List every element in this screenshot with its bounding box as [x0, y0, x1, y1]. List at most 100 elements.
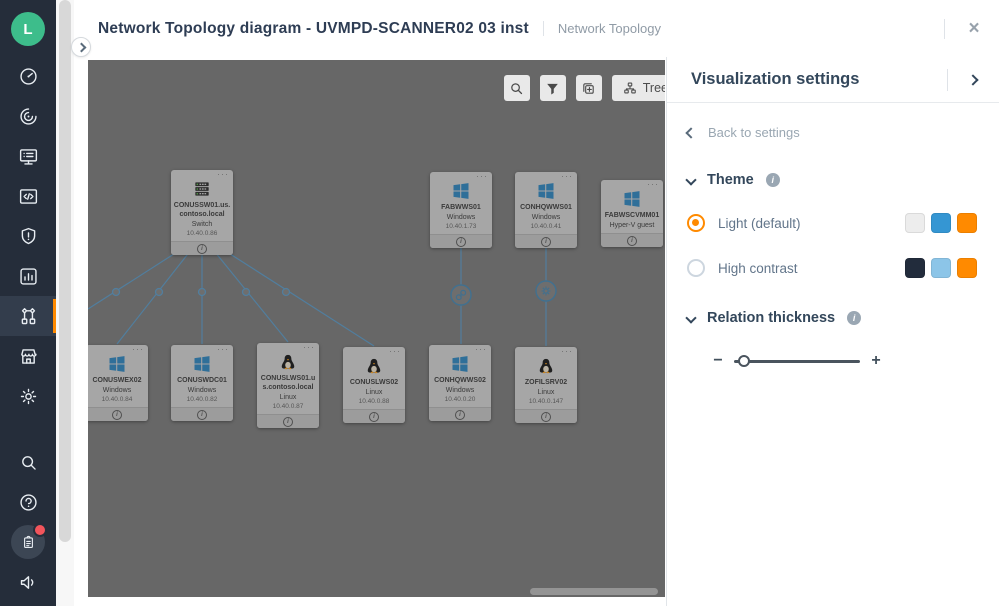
back-to-settings-link[interactable]: Back to settings: [685, 125, 999, 140]
node-menu-dots[interactable]: ···: [561, 346, 573, 356]
node-type: Hyper-V guest: [609, 222, 655, 230]
linux-tux-icon: [367, 358, 381, 374]
swatch-primary-color: [931, 258, 951, 278]
sidebar-item-store[interactable]: [0, 336, 56, 376]
node-info-icon[interactable]: i: [197, 409, 207, 420]
sidebar-expand-handle[interactable]: [71, 37, 91, 57]
sidebar-item-tasks-clipboard[interactable]: [0, 522, 56, 562]
node-info-icon[interactable]: i: [369, 411, 379, 422]
sidebar-item-discovery-swirl[interactable]: [0, 96, 56, 136]
sidebar-item-dashboard-gauge[interactable]: [0, 56, 56, 96]
sidebar-item-topology-diagram[interactable]: [0, 296, 56, 336]
node-info-icon[interactable]: i: [541, 411, 551, 422]
node-footer: i: [515, 409, 577, 424]
page-scrollbar-thumb[interactable]: [59, 0, 71, 542]
gear-relation-badge[interactable]: [535, 280, 557, 302]
link-relation-badge[interactable]: [450, 284, 472, 306]
node-ip: 10.40.0.86: [186, 230, 218, 238]
panel-collapse-button[interactable]: [963, 70, 983, 90]
node-ip: 10.40.0.41: [530, 223, 562, 231]
thickness-slider-knob[interactable]: [737, 354, 750, 367]
avatar[interactable]: L: [11, 12, 45, 46]
node-name: CONUSWDC01: [177, 377, 227, 384]
search-button[interactable]: [503, 75, 530, 101]
filter-button[interactable]: [539, 75, 566, 101]
close-icon[interactable]: ×: [968, 17, 980, 39]
tasks-clipboard-icon: [23, 535, 33, 548]
sidebar-item-search[interactable]: [0, 442, 56, 482]
layout-select[interactable]: Tree: [611, 75, 665, 101]
canvas-toolbar: Tree: [503, 75, 665, 101]
radio-high-contrast[interactable]: [687, 259, 705, 277]
sidebar-item-software-code[interactable]: [0, 176, 56, 216]
relation-thickness-info-icon[interactable]: i: [847, 311, 862, 325]
notification-badge: [33, 523, 47, 537]
increase-thickness-button[interactable]: +: [871, 352, 881, 369]
node-name: CONUSWEX02: [92, 377, 142, 384]
node-menu-dots[interactable]: ···: [132, 344, 144, 354]
theme-section-header[interactable]: Theme i: [685, 172, 999, 188]
canvas-hscrollbar-thumb[interactable]: [530, 588, 658, 595]
node-info-icon[interactable]: i: [112, 409, 122, 420]
theme-option-high-contrast[interactable]: High contrast: [687, 258, 977, 278]
group-select-button[interactable]: [575, 75, 602, 101]
node-menu-dots[interactable]: ···: [561, 171, 573, 181]
node-ip: 10.40.0.88: [358, 398, 390, 406]
node-menu-dots[interactable]: ···: [303, 342, 315, 352]
node-info-icon[interactable]: i: [456, 236, 466, 247]
node-info-icon[interactable]: i: [627, 235, 637, 246]
node-info-icon[interactable]: i: [197, 243, 207, 254]
node-ip: 10.40.1.73: [445, 223, 477, 231]
node-menu-dots[interactable]: ···: [647, 179, 659, 189]
node-menu-dots[interactable]: ···: [389, 346, 401, 356]
node-footer: i: [88, 407, 148, 422]
topology-edges: [88, 234, 557, 347]
sidebar-item-announcements-speaker[interactable]: [0, 562, 56, 602]
windows-icon: [452, 356, 468, 372]
visualization-settings-panel: Visualization settings Back to settings …: [666, 57, 999, 606]
node-type: Windows: [445, 387, 475, 395]
sidebar-item-reports-chart[interactable]: [0, 256, 56, 296]
radio-light-default[interactable]: [687, 214, 705, 232]
theme-option-light[interactable]: Light (default): [687, 213, 977, 233]
sidebar-item-support-chat[interactable]: [0, 482, 56, 522]
node-type: Linux: [365, 389, 383, 397]
node-info-icon[interactable]: i: [455, 409, 465, 420]
security-shield-icon: [21, 227, 35, 244]
node-type: Linux: [279, 394, 297, 402]
node-menu-dots[interactable]: ···: [476, 171, 488, 181]
node-info-icon[interactable]: i: [283, 416, 293, 427]
software-code-icon: [19, 188, 37, 204]
node-info-icon[interactable]: i: [541, 236, 551, 247]
page-title: Network Topology diagram - UVMPD-SCANNER…: [98, 19, 529, 37]
relation-thickness-section-header[interactable]: Relation thickness i: [685, 310, 999, 326]
node-type: Windows: [187, 387, 217, 395]
sidebar-item-assets-monitor[interactable]: [0, 136, 56, 176]
node-menu-dots[interactable]: ···: [475, 344, 487, 354]
thickness-slider-track[interactable]: [734, 354, 860, 367]
theme-info-icon[interactable]: i: [765, 173, 780, 187]
page-scrollbar-track[interactable]: [56, 0, 74, 606]
decrease-thickness-button[interactable]: −: [713, 352, 723, 369]
search-icon: [21, 455, 36, 470]
node-menu-dots[interactable]: ···: [217, 169, 229, 179]
linux-tux-icon: [281, 354, 295, 370]
sidebar-item-settings-gear[interactable]: [0, 376, 56, 416]
node-name: ZOFILSRV02: [524, 379, 568, 386]
node-ip: 10.40.0.82: [186, 396, 218, 404]
node-menu-dots[interactable]: ···: [217, 344, 229, 354]
sidebar-item-security-shield[interactable]: [0, 216, 56, 256]
reports-chart-icon: [19, 267, 37, 285]
